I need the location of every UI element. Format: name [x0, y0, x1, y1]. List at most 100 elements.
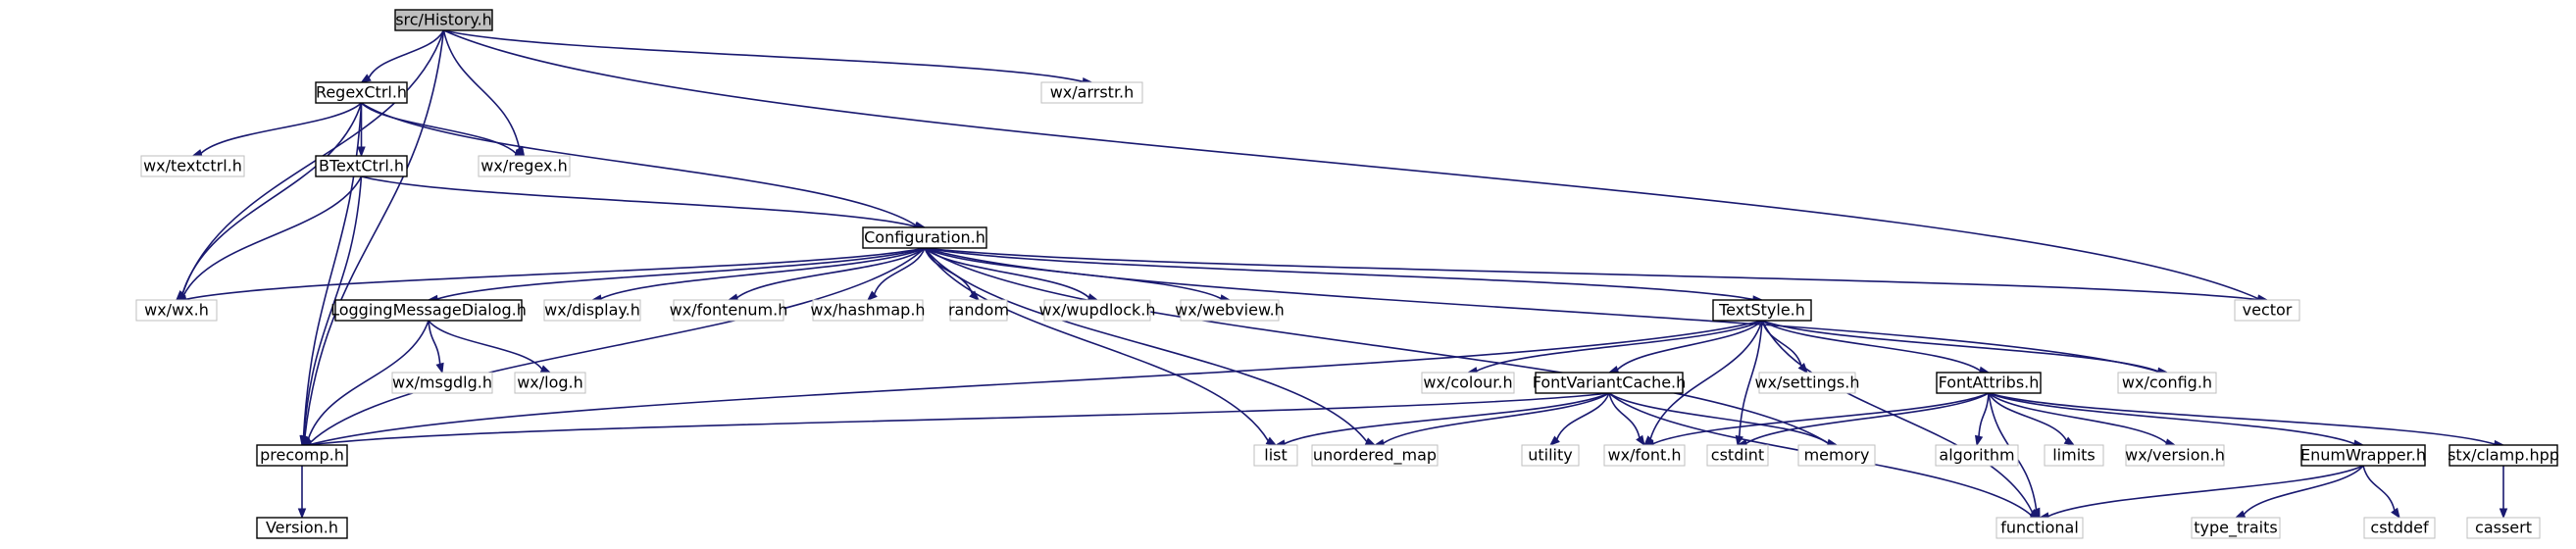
node-unordered_map[interactable]: unordered_map	[1311, 444, 1439, 467]
node-colour[interactable]: wx/colour.h	[1421, 372, 1515, 394]
edge-arrowhead	[1974, 434, 1984, 447]
edge-line	[1738, 320, 1763, 437]
node-label: wx/config.h	[2122, 374, 2212, 392]
node-btextctrl[interactable]: BTextCtrl.h	[315, 155, 408, 177]
node-box	[1180, 299, 1280, 322]
node-limits[interactable]: limits	[2044, 444, 2104, 467]
dependency-edge-history-to-vector	[443, 29, 2269, 303]
node-label: wx/log.h	[517, 374, 583, 392]
dependency-edge-configuration-to-list	[924, 247, 1278, 446]
node-regexctrl[interactable]: RegexCtrl.h	[315, 81, 408, 104]
dependency-edge-fontvariant-to-list	[1274, 392, 1610, 448]
dependency-edge-fontattribs-to-enumwrapper	[1988, 392, 2365, 448]
edge-line	[1761, 320, 2034, 514]
edge-line	[1556, 392, 1610, 440]
node-functional[interactable]: functional	[1995, 517, 2084, 539]
node-memory[interactable]: memory	[1797, 444, 1876, 467]
node-config[interactable]: wx/config.h	[2117, 372, 2217, 394]
node-label: vector	[2243, 301, 2293, 320]
node-textctrl[interactable]: wx/textctrl.h	[140, 155, 245, 177]
edge-arrowhead	[1548, 435, 1560, 446]
node-list[interactable]: list	[1253, 444, 1298, 467]
node-box	[1535, 372, 1684, 394]
node-box	[1521, 444, 1580, 467]
node-algorithm[interactable]: algorithm	[1935, 444, 2019, 467]
dependency-edge-configuration-to-webview	[924, 247, 1232, 303]
node-box	[2191, 517, 2281, 539]
node-box	[1797, 444, 1876, 467]
node-label: Configuration.h	[864, 228, 985, 247]
node-box	[2044, 444, 2104, 467]
node-fontenum[interactable]: wx/fontenum.h	[670, 299, 788, 322]
dependency-edge-regexctrl-to-textctrl	[191, 102, 363, 158]
node-version_h[interactable]: wx/version.h	[2125, 444, 2225, 467]
dependency-edge-configuration-to-loggingdlg	[427, 247, 926, 304]
node-box	[2449, 444, 2558, 467]
edge-line	[1745, 392, 1990, 444]
node-box	[1603, 444, 1686, 467]
dependency-edge-btextctrl-to-configuration	[361, 175, 927, 231]
dependency-edge-fontattribs-to-limits	[1988, 392, 2076, 446]
node-box	[1995, 517, 2084, 539]
edge-line	[924, 247, 1829, 444]
node-box	[2117, 372, 2217, 394]
node-label: type_traits	[2194, 519, 2277, 538]
node-vector[interactable]: vector	[2234, 299, 2300, 322]
node-precomp[interactable]: precomp.h	[256, 444, 348, 467]
dependency-edge-configuration-to-unordered_map	[924, 247, 1377, 446]
node-box	[1043, 299, 1151, 322]
node-fontvariant[interactable]: FontVariantCache.h	[1533, 372, 1687, 394]
node-hashmap[interactable]: wx/hashmap.h	[810, 299, 926, 322]
node-enumwrapper[interactable]: EnumWrapper.h	[2300, 444, 2426, 467]
edge-line	[1383, 392, 1610, 444]
edge-arrowhead	[2234, 510, 2247, 519]
node-box	[2363, 517, 2436, 539]
node-webview[interactable]: wx/webview.h	[1175, 299, 1285, 322]
node-clamp[interactable]: stx/clamp.hpp	[2448, 444, 2559, 467]
node-wx[interactable]: wx/wx.h	[135, 299, 218, 322]
node-settings[interactable]: wx/settings.h	[1755, 372, 1860, 394]
edge-arrowhead	[360, 74, 372, 83]
edge-line	[1761, 320, 2159, 373]
node-box	[1712, 299, 1812, 322]
node-type_traits[interactable]: type_traits	[2191, 517, 2281, 539]
node-label: wx/textctrl.h	[143, 157, 242, 175]
node-log[interactable]: wx/log.h	[514, 372, 586, 394]
edge-line	[600, 247, 926, 300]
node-wupdlock[interactable]: wx/wupdlock.h	[1038, 299, 1156, 322]
node-regex[interactable]: wx/regex.h	[478, 155, 571, 177]
node-utility[interactable]: utility	[1521, 444, 1580, 467]
node-box	[1040, 81, 1143, 104]
node-box	[391, 372, 493, 394]
node-random[interactable]: random	[948, 299, 1009, 322]
dependency-edge-history-to-arrstr	[443, 29, 1093, 86]
node-label: wx/wx.h	[144, 301, 209, 320]
node-label: memory	[1804, 446, 1870, 465]
dependency-edge-precomp-to-version	[297, 465, 307, 520]
node-history[interactable]: src/History.h	[394, 9, 493, 31]
edge-line	[302, 102, 363, 437]
node-display[interactable]: wx/display.h	[543, 299, 641, 322]
edge-arrowhead	[1364, 437, 1377, 446]
edge-arrowhead	[1636, 434, 1645, 447]
node-label: precomp.h	[260, 446, 344, 465]
node-label: cassert	[2475, 519, 2532, 537]
node-version[interactable]: Version.h	[256, 517, 348, 539]
node-fontattribs[interactable]: FontAttribs.h	[1936, 372, 2042, 394]
node-cassert[interactable]: cassert	[2466, 517, 2541, 539]
node-msgdlg[interactable]: wx/msgdlg.h	[391, 372, 493, 394]
edge-line	[1284, 392, 1610, 445]
node-cstddef[interactable]: cstddef	[2363, 517, 2436, 539]
node-label: list	[1264, 446, 1288, 465]
dependency-edge-fontvariant-to-precomp	[300, 392, 1610, 449]
node-box	[256, 517, 348, 539]
node-cstdint[interactable]: cstdint	[1706, 444, 1769, 467]
node-textstyle[interactable]: TextStyle.h	[1712, 299, 1812, 322]
node-label: src/History.h	[395, 11, 492, 29]
node-box	[140, 155, 245, 177]
node-configuration[interactable]: Configuration.h	[862, 226, 987, 249]
node-loggingdlg[interactable]: LoggingMessageDialog.h	[330, 299, 527, 322]
node-arrstr[interactable]: wx/arrstr.h	[1040, 81, 1143, 104]
dependency-edge-fontattribs-to-font	[1642, 392, 1990, 448]
node-font[interactable]: wx/font.h	[1603, 444, 1686, 467]
